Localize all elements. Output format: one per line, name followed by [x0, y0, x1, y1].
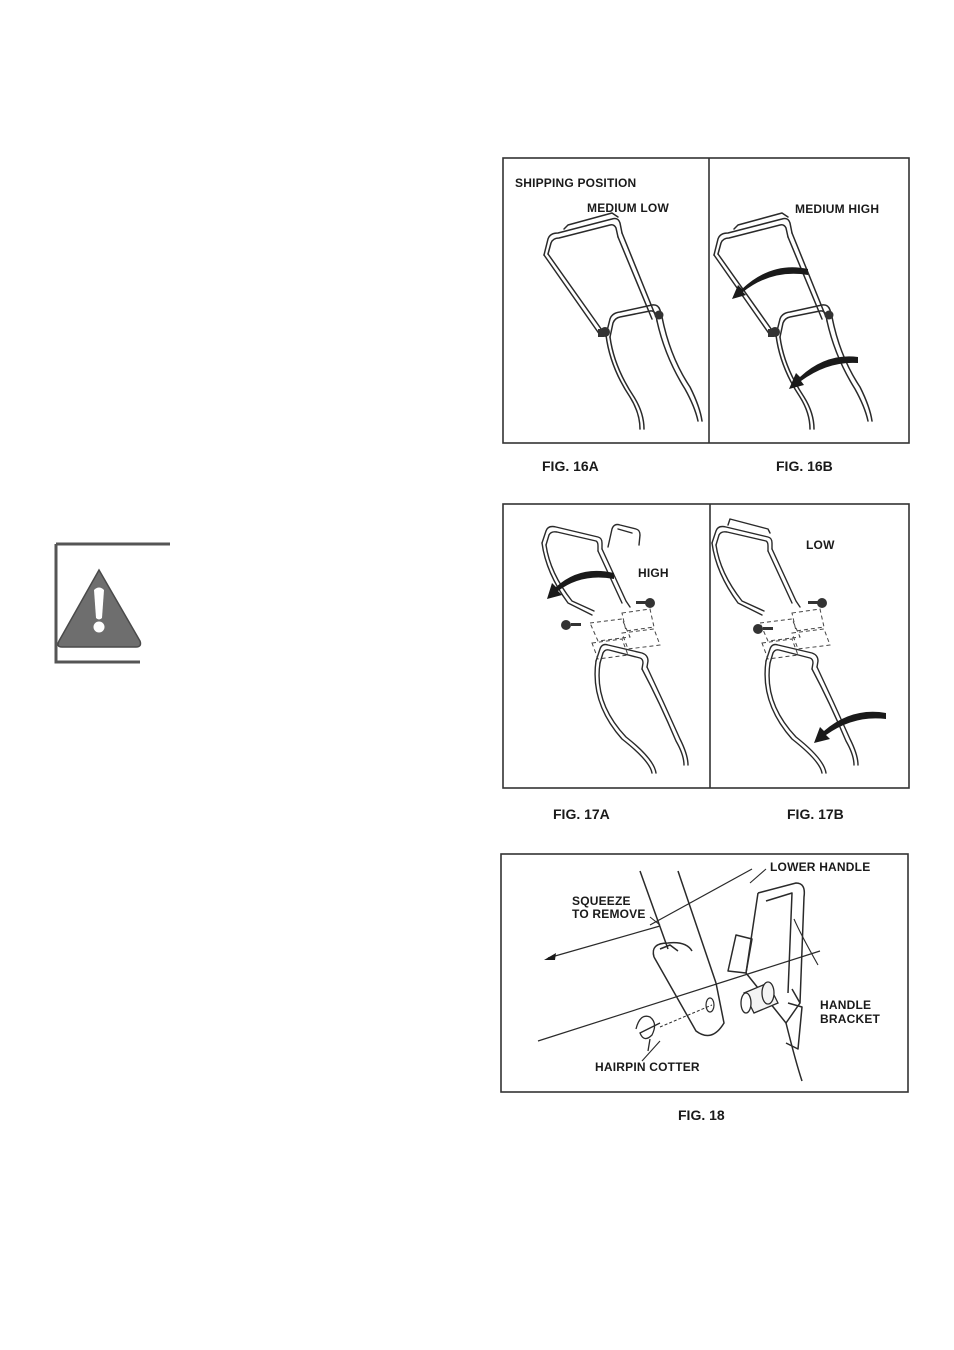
fig-16b-caption: FIG. 16B [776, 458, 833, 474]
label-high: HIGH [638, 566, 669, 580]
label-low: LOW [806, 538, 835, 552]
fig-18-illustration [500, 853, 910, 1094]
label-hairpin-cotter: HAIRPIN COTTER [595, 1060, 700, 1074]
fig-17a-caption: FIG. 17A [553, 806, 610, 822]
label-lower-handle: LOWER HANDLE [770, 860, 870, 874]
fig-16-illustration [502, 157, 910, 444]
warning-symbol-box [54, 542, 174, 666]
label-squeeze: SQUEEZE [572, 894, 631, 908]
label-medium-low: MEDIUM LOW [587, 201, 669, 215]
fig-18-panel: LOWER HANDLE SQUEEZE TO REMOVE HANDLE BR… [500, 853, 910, 1094]
warning-triangle-icon [54, 542, 174, 666]
label-shipping-position: SHIPPING POSITION [515, 176, 636, 190]
label-medium-high: MEDIUM HIGH [795, 202, 879, 216]
fig-16a-caption: FIG. 16A [542, 458, 599, 474]
label-bracket: BRACKET [820, 1012, 880, 1026]
label-to-remove: TO REMOVE [572, 907, 646, 921]
fig-17-panel: HIGH LOW [502, 503, 910, 789]
fig-17b-caption: FIG. 17B [787, 806, 844, 822]
fig-17-illustration [502, 503, 910, 789]
fig-18-caption: FIG. 18 [678, 1107, 725, 1123]
fig-16-panel: SHIPPING POSITION MEDIUM LOW MEDIUM HIGH [502, 157, 910, 444]
label-handle: HANDLE [820, 998, 871, 1012]
